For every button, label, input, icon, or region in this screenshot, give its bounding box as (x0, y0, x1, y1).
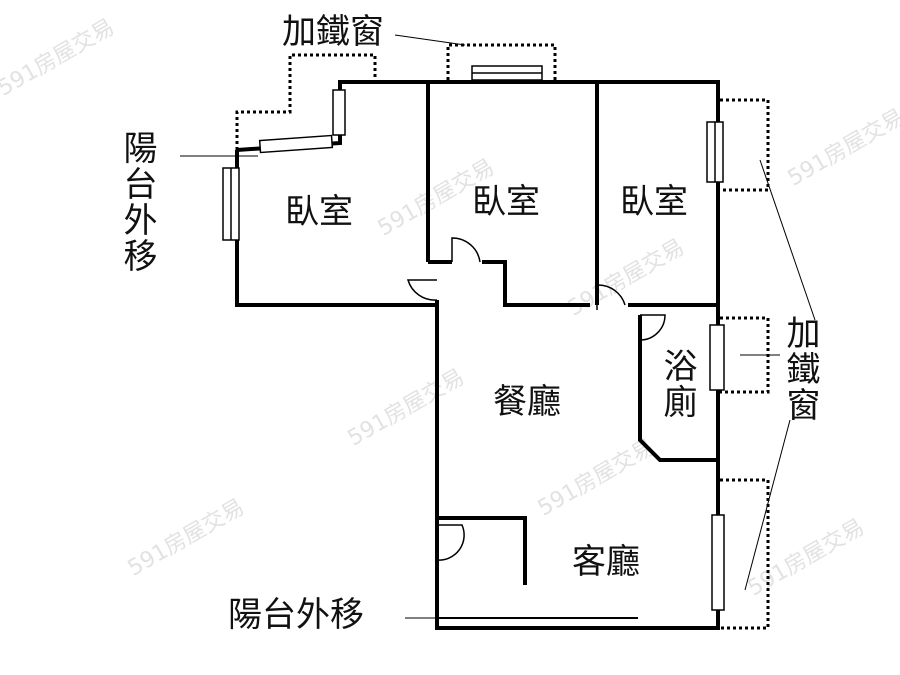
walls (235, 80, 720, 630)
label-iron-window-top: 加鐵窗 (282, 12, 384, 52)
iron-railings (235, 43, 770, 630)
label-bedroom-1: 臥室 (285, 192, 353, 232)
label-dining: 餐廳 (493, 382, 561, 422)
label-bathroom: 浴廁 (657, 348, 697, 420)
label-balcony-bottom: 陽台外移 (228, 595, 364, 635)
label-bedroom-3: 臥室 (620, 182, 688, 222)
doors (406, 237, 666, 561)
windows (222, 65, 725, 611)
label-balcony-left: 陽台外移 (117, 130, 157, 274)
label-iron-window-right: 加鐵窗 (780, 315, 820, 423)
leader-lines (180, 34, 816, 619)
label-bedroom-2: 臥室 (472, 182, 540, 222)
label-living: 客廳 (572, 542, 640, 582)
